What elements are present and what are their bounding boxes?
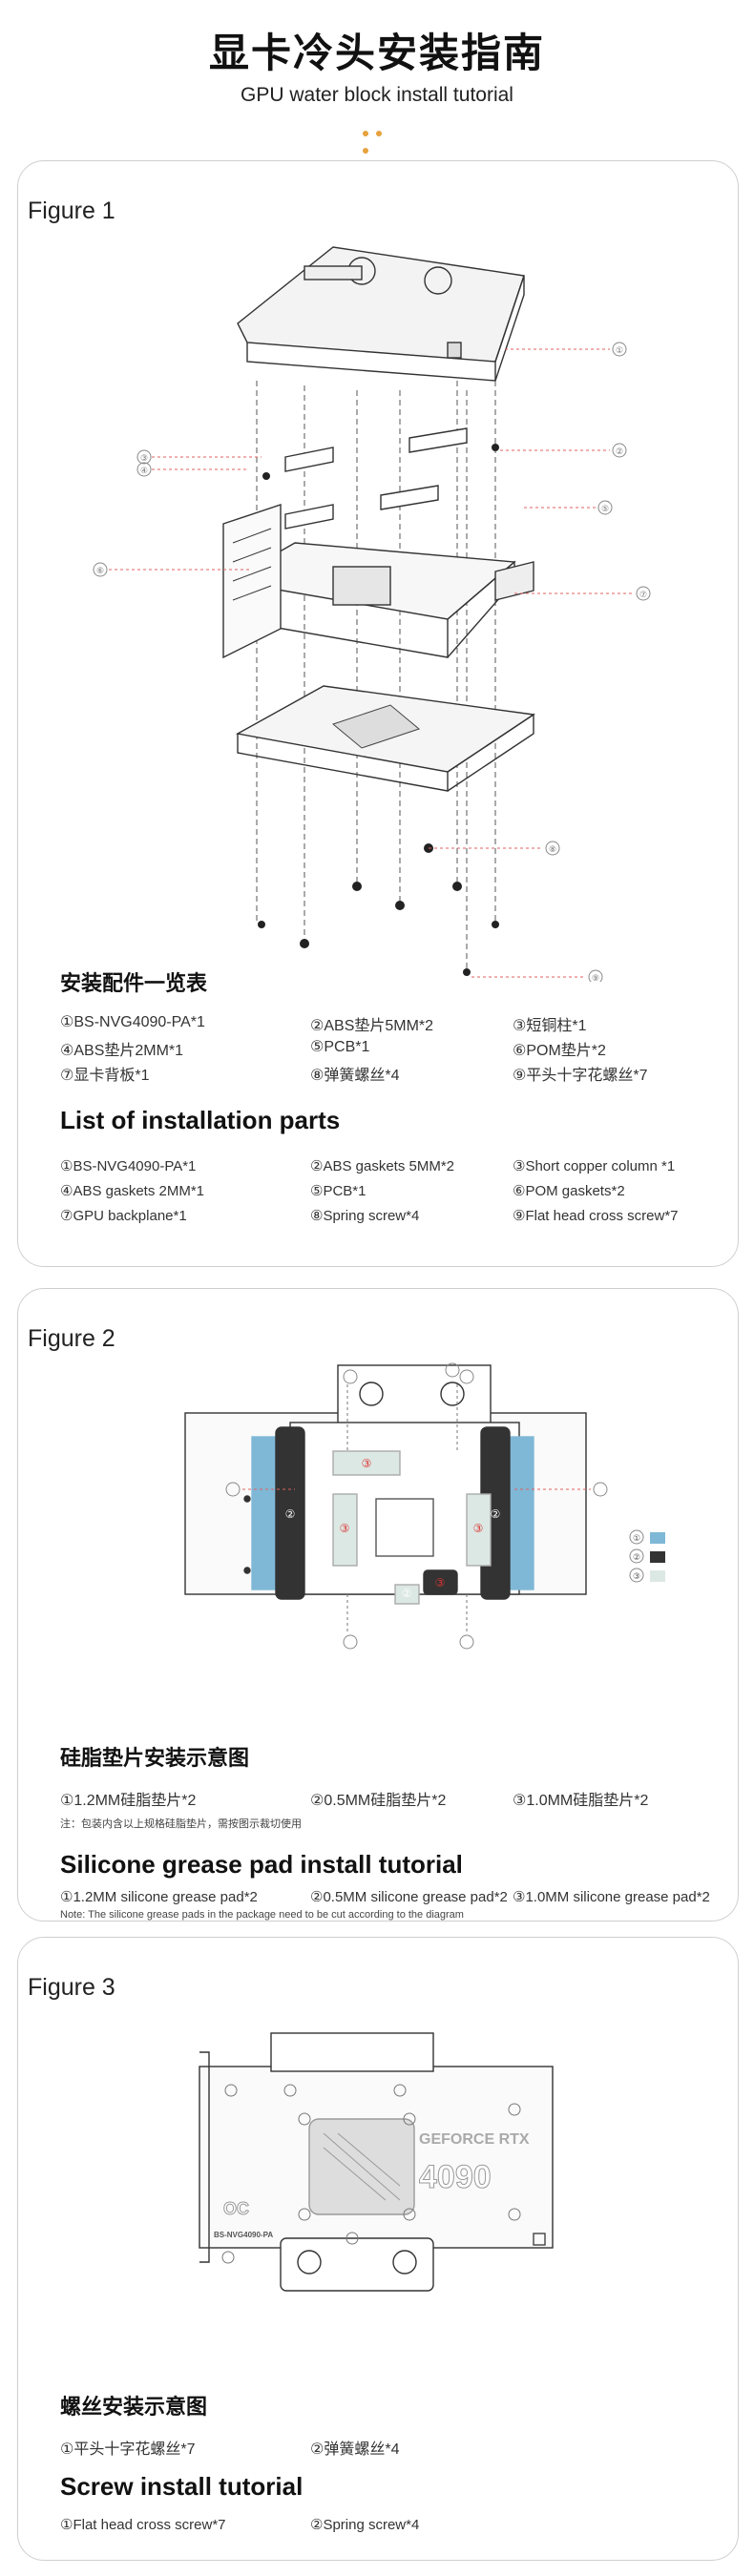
parts-cn-item: ⑥POM垫片*2 <box>513 1043 606 1059</box>
parts-en-item: ④ABS gaskets 2MM*1 <box>60 1183 205 1199</box>
pad-label: ② <box>402 1587 412 1600</box>
legend-number: ① <box>633 1534 640 1544</box>
parts-cn-item: ⑤PCB*1 <box>310 1039 370 1055</box>
figure2-card: Figure 2 <box>17 1288 739 1922</box>
screw-cn-item: ②弹簧螺丝*4 <box>310 2441 400 2458</box>
parts-cn-item: ⑦显卡背板*1 <box>60 1068 150 1084</box>
figure1-label: Figure 1 <box>28 197 115 224</box>
callout-number: ③ <box>140 454 148 464</box>
pad-en-item: ②0.5MM silicone grease pad*2 <box>310 1889 508 1905</box>
pad-label: ③ <box>435 1576 446 1589</box>
parts-cn-item: ①BS-NVG4090-PA*1 <box>60 1014 205 1030</box>
screw-en-item: ①Flat head cross screw*7 <box>60 2517 226 2533</box>
parts-en-item: ③Short copper column *1 <box>513 1158 676 1174</box>
parts-cn-heading: 安装配件一览表 <box>60 972 208 996</box>
card-brand-text: GEFORCE RTX <box>419 2131 530 2148</box>
pad-label: ③ <box>362 1457 372 1470</box>
parts-en-item: ⑦GPU backplane*1 <box>60 1208 187 1224</box>
parts-en-item: ①BS-NVG4090-PA*1 <box>60 1158 197 1174</box>
block-model-text: BS-NVG4090-PA <box>214 2231 273 2239</box>
screw-cn-item: ①平头十字花螺丝*7 <box>60 2441 196 2458</box>
callout-number: ⑥ <box>96 567 104 576</box>
callout-number: ④ <box>140 467 148 476</box>
figure3-screw-diagram: GEFORCE RTX 4090 OC BS-NVG4090-PA <box>199 2032 554 2292</box>
page-subtitle: GPU water block install tutorial <box>241 84 513 106</box>
card-model-text: 4090 <box>419 2159 492 2195</box>
parts-en-item: ②ABS gaskets 5MM*2 <box>310 1158 455 1174</box>
callout-number: ① <box>616 346 623 356</box>
parts-en-item: ⑧Spring screw*4 <box>310 1208 420 1224</box>
pad-en-note: Note: The silicone grease pads in the pa… <box>60 1909 464 1921</box>
parts-cn-item: ⑨平头十字花螺丝*7 <box>513 1068 648 1084</box>
figure2-label: Figure 2 <box>28 1325 115 1352</box>
pad-en-heading: Silicone grease pad install tutorial <box>60 1850 463 1879</box>
callout-number: ⑦ <box>639 591 647 600</box>
screw-en-item: ②Spring screw*4 <box>310 2517 420 2533</box>
parts-en-item: ⑨Flat head cross screw*7 <box>513 1208 679 1224</box>
screw-cn-heading: 螺丝安装示意图 <box>60 2396 208 2420</box>
pad-label: ② <box>491 1507 501 1521</box>
callout-number: ⑧ <box>549 845 556 855</box>
pad-cn-item: ③1.0MM硅脂垫片*2 <box>513 1793 649 1809</box>
parts-en-item: ⑥POM gaskets*2 <box>513 1183 625 1199</box>
callout-number: ⑨ <box>592 974 599 982</box>
parts-en-heading: List of installation parts <box>60 1106 341 1134</box>
parts-en-item: ⑤PCB*1 <box>310 1183 367 1199</box>
pad-cn-item: ②0.5MM硅脂垫片*2 <box>310 1793 447 1809</box>
screw-en-heading: Screw install tutorial <box>60 2472 304 2501</box>
parts-cn-item: ②ABS垫片5MM*2 <box>310 1018 434 1034</box>
pad-label: ③ <box>340 1522 350 1535</box>
parts-cn-item: ④ABS垫片2MM*1 <box>60 1043 184 1059</box>
figure1-exploded-diagram: ① ② ③ ④ ⑤ ⑥ ⑦ ⑧ ⑨ <box>93 246 651 982</box>
oc-badge-text: OC <box>223 2199 249 2218</box>
legend-number: ② <box>633 1553 640 1563</box>
page-title: 显卡冷头安装指南 <box>208 30 545 76</box>
pad-en-item: ①1.2MM silicone grease pad*2 <box>60 1889 258 1905</box>
pad-cn-heading: 硅脂垫片安装示意图 <box>60 1747 250 1771</box>
parts-cn-item: ⑧弹簧螺丝*4 <box>310 1068 400 1084</box>
figure3-card: Figure 3 GEFORCE RTX <box>17 1937 739 2561</box>
figure3-label: Figure 3 <box>28 1974 115 2001</box>
callout-number: ⑤ <box>601 505 609 514</box>
pad-cn-note: 注：包装内含以上规格硅脂垫片，需按图示裁切使用 <box>60 1818 302 1830</box>
pad-en-item: ③1.0MM silicone grease pad*2 <box>513 1889 710 1905</box>
decorative-dots <box>359 124 397 154</box>
figure1-card: Figure 1 <box>17 160 739 1267</box>
pad-cn-item: ①1.2MM硅脂垫片*2 <box>60 1793 197 1809</box>
parts-cn-item: ③短铜柱*1 <box>513 1018 587 1034</box>
legend-number: ③ <box>633 1572 640 1582</box>
callout-number: ② <box>616 447 623 457</box>
pad-label: ② <box>285 1507 296 1521</box>
pad-label: ③ <box>473 1522 484 1535</box>
